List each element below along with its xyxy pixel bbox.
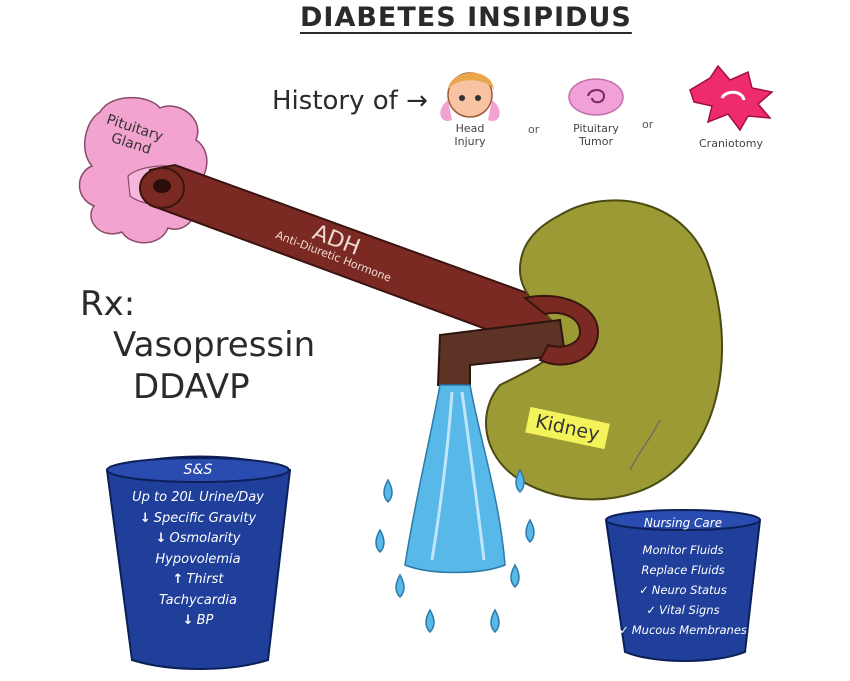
arrow-down-icon: ↓: [182, 613, 194, 628]
droplet: [425, 608, 435, 634]
history-label: History of →: [272, 86, 428, 116]
page-title: DIABETES INSIPIDUS: [300, 2, 632, 33]
water-highlight-2: [460, 391, 486, 561]
droplet: [395, 573, 405, 599]
droplet: [515, 468, 525, 494]
cause-separator: or: [642, 118, 654, 131]
pituitary-tumor-icon: [568, 78, 624, 116]
list-item: ↓Specific Gravity: [112, 509, 284, 530]
list-item-text: Up to 20L Urine/Day: [132, 490, 264, 505]
droplet: [490, 608, 500, 634]
checkmark-icon: ✓: [619, 623, 629, 637]
list-item: ↓Osmolarity: [112, 529, 284, 550]
signs-list: Up to 20L Urine/Day↓Specific Gravity↓Osm…: [112, 488, 284, 632]
faucet-pipe: [436, 318, 567, 386]
list-item: ↑Thirst: [112, 570, 284, 591]
arrow-down-icon: ↓: [155, 531, 167, 546]
droplet: [383, 478, 393, 504]
droplet: [525, 518, 535, 544]
list-item: Up to 20L Urine/Day: [112, 488, 284, 509]
rx-drug-ddavp: DDAVP: [133, 367, 250, 407]
rx-label: Rx:: [80, 284, 136, 324]
list-item-text: Replace Fluids: [641, 563, 725, 577]
nursing-bucket-title: Nursing Care: [643, 516, 723, 530]
signs-bucket-rim: [106, 457, 290, 483]
list-item-text: Specific Gravity: [153, 510, 257, 526]
cause-pituitary-tumor-label: Pituitary Tumor: [573, 122, 619, 148]
head-injury-icon: [440, 72, 500, 121]
list-item: ✓Neuro Status: [608, 580, 758, 600]
list-item: ↓BP: [112, 611, 284, 632]
checkmark-icon: ✓: [639, 583, 649, 597]
craniotomy-icon: [689, 64, 774, 132]
list-item: Tachycardia: [112, 591, 284, 612]
list-item-text: Tachycardia: [159, 592, 237, 608]
wrench-head-hole: [153, 179, 171, 193]
list-item-text: Hypovolemia: [155, 551, 241, 567]
list-item-text: Neuro Status: [651, 583, 727, 597]
list-item: Monitor Fluids: [608, 540, 758, 560]
signs-bucket-title: S&S: [183, 462, 213, 478]
list-item-text: Vital Signs: [659, 603, 720, 617]
checkmark-icon: ✓: [646, 603, 657, 617]
list-item: ✓Vital Signs: [608, 600, 758, 620]
wrench-jaw: [522, 294, 600, 366]
nursing-bucket-rim: [605, 509, 761, 531]
arrow-up-icon: ↑: [172, 572, 184, 587]
arrow-down-icon: ↓: [139, 510, 151, 526]
history-text: History of: [272, 86, 398, 116]
list-item-text: Thirst: [186, 572, 224, 587]
artist-signature: [629, 419, 661, 471]
cause-head-injury-label: Head Injury: [454, 122, 486, 148]
list-item: Hypovolemia: [112, 550, 284, 571]
droplet: [375, 528, 385, 554]
cause-separator: or: [528, 123, 540, 136]
list-item-text: BP: [196, 613, 214, 628]
list-item: Replace Fluids: [608, 560, 758, 580]
list-item-text: Monitor Fluids: [642, 543, 724, 557]
list-item-text: Osmolarity: [169, 531, 241, 546]
arrow-right-icon: →: [406, 86, 428, 116]
rx-drug-vasopressin: Vasopressin: [113, 325, 316, 365]
water-droplets: [375, 468, 535, 634]
list-item: ✓Mucous Membranes: [608, 620, 758, 640]
water-highlight: [430, 391, 454, 561]
droplet: [510, 563, 520, 589]
cause-craniotomy-label: Craniotomy: [699, 137, 763, 150]
list-item-text: Mucous Membranes: [631, 623, 747, 637]
